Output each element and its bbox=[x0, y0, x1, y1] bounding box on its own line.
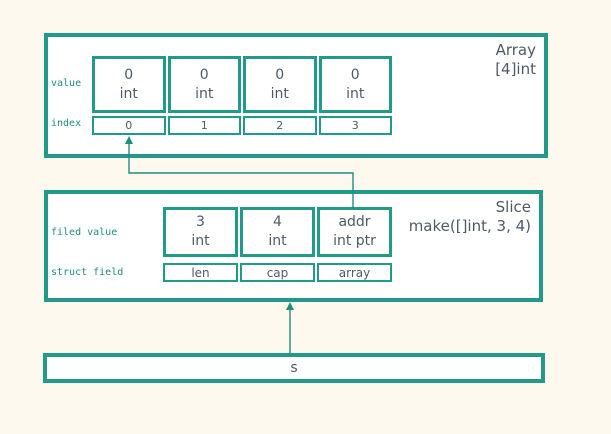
slice-row-label-field-value: filed value bbox=[51, 227, 118, 238]
cell-type: int bbox=[119, 85, 138, 102]
slice-row-label-struct-field: struct field bbox=[51, 267, 124, 278]
array-index-cell-0: 0 bbox=[92, 116, 166, 135]
s-variable-box: s bbox=[43, 353, 545, 383]
slice-struct-field-row: len cap array bbox=[163, 263, 392, 282]
array-index-row: 0 1 2 3 bbox=[92, 116, 392, 135]
cell-value: addr bbox=[338, 214, 371, 230]
array-box: Array [4]int value index 0 int 0 int 0 i… bbox=[44, 33, 548, 158]
slice-field-cell-cap: 4 int bbox=[240, 207, 315, 257]
array-box-title: Array [4]int bbox=[495, 41, 536, 79]
array-index-cell-3: 3 bbox=[318, 116, 392, 135]
slice-box-title: Slice make([]int, 3, 4) bbox=[409, 198, 531, 236]
slice-field-cell-addr: addr int ptr bbox=[317, 207, 392, 257]
array-value-cell-1: 0 int bbox=[167, 56, 241, 113]
cell-value: 0 bbox=[199, 66, 209, 83]
array-index-cell-2: 2 bbox=[243, 116, 317, 135]
slice-title-line2: make([]int, 3, 4) bbox=[408, 217, 531, 235]
slice-field-value-row: 3 int 4 int addr int ptr bbox=[163, 207, 392, 257]
cell-type: int bbox=[346, 85, 365, 102]
slice-box: Slice make([]int, 3, 4) filed value stru… bbox=[44, 190, 543, 302]
arrow-s-to-slice bbox=[286, 302, 294, 353]
array-value-cell-0: 0 int bbox=[92, 56, 166, 113]
array-title-line2: [4]int bbox=[495, 60, 536, 78]
cell-value: 3 bbox=[196, 214, 205, 230]
array-value-row: 0 int 0 int 0 int 0 int bbox=[92, 56, 392, 113]
cell-type: int bbox=[195, 85, 214, 102]
cell-value: 0 bbox=[275, 66, 285, 83]
cell-type: int bbox=[270, 85, 289, 102]
array-index-cell-1: 1 bbox=[167, 116, 241, 135]
cell-value: 0 bbox=[124, 66, 134, 83]
s-variable-label: s bbox=[290, 360, 298, 376]
array-value-cell-2: 0 int bbox=[243, 56, 317, 113]
slice-struct-cell-array: array bbox=[317, 263, 392, 282]
array-row-label-index: index bbox=[51, 118, 82, 129]
cell-type: int bbox=[191, 233, 210, 249]
array-title-line1: Array bbox=[495, 41, 536, 59]
slice-title-line1: Slice bbox=[495, 198, 531, 216]
array-row-label-value: value bbox=[51, 78, 82, 89]
cell-value: 4 bbox=[273, 214, 282, 230]
array-value-cell-3: 0 int bbox=[318, 56, 392, 113]
cell-type: int ptr bbox=[333, 233, 376, 249]
cell-value: 0 bbox=[350, 66, 360, 83]
slice-field-cell-len: 3 int bbox=[163, 207, 238, 257]
cell-type: int bbox=[268, 233, 287, 249]
slice-struct-cell-cap: cap bbox=[240, 263, 315, 282]
slice-struct-cell-len: len bbox=[163, 263, 238, 282]
